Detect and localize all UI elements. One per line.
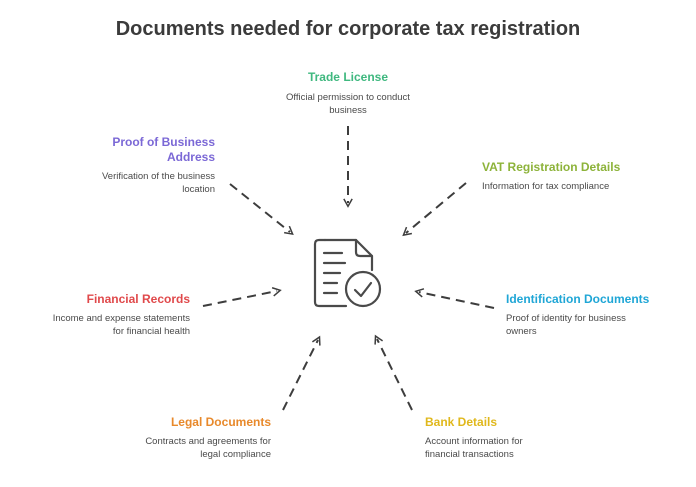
arrow-vat (402, 182, 467, 237)
node-label: VAT Registration Details (482, 160, 621, 174)
node-description: Contracts and agreements for legal compl… (145, 436, 271, 460)
node-label: Legal Documents (170, 415, 271, 429)
arrow-bank (374, 334, 413, 411)
node-legal-documents: Legal Documents Contracts and agreements… (126, 415, 271, 461)
document-check-icon (313, 238, 382, 308)
node-identification-documents: Identification Documents Proof of identi… (506, 292, 656, 338)
node-bank-details: Bank Details Account information for fin… (425, 415, 560, 461)
arrow-identification (414, 288, 495, 309)
node-label: Proof of Business Address (112, 135, 215, 164)
node-vat-registration: VAT Registration Details Information for… (482, 160, 662, 193)
arrow-proof-address (229, 183, 294, 236)
node-description: Verification of the business location (101, 171, 215, 195)
node-description: Proof of identity for business owners (506, 313, 626, 337)
node-description: Income and expense statements for financ… (52, 313, 190, 337)
diagram-title: Documents needed for corporate tax regis… (115, 18, 581, 40)
node-label: Trade License (307, 70, 389, 84)
node-label: Financial Records (86, 292, 190, 306)
node-description: Information for tax compliance (482, 181, 610, 192)
node-label: Identification Documents (506, 292, 650, 306)
node-financial-records: Financial Records Income and expense sta… (40, 292, 190, 338)
node-proof-of-business-address: Proof of Business Address Verification o… (80, 135, 215, 196)
node-label: Bank Details (425, 415, 498, 429)
node-trade-license: Trade License Official permission to con… (258, 70, 438, 117)
node-description: Official permission to conduct business (286, 92, 410, 116)
node-description: Account information for financial transa… (425, 436, 523, 460)
arrow-financial (202, 287, 282, 307)
arrow-legal (282, 335, 321, 411)
